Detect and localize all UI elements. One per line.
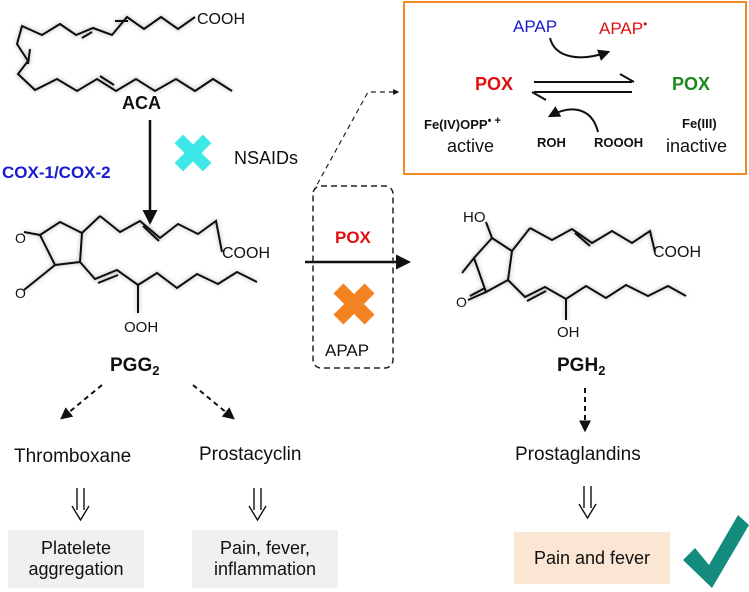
prostacyclin-label: Prostacyclin [199,444,302,465]
nsaids-cross-icon [174,134,212,172]
aca-label: ACA [122,93,161,113]
apap-inhibitor-label: APAP [325,341,370,360]
inset-fe-iii-label: Fe(III) [682,116,717,131]
aca-cooh-text: COOH [197,11,245,28]
inset-roooh-label: ROOOH [594,135,644,150]
double-arrow-thromboxane [71,488,90,522]
inset-pox-active-label: POX [475,74,514,94]
pgg2-o1-text: O [15,230,26,246]
inset-roh-label: ROH [537,135,566,150]
pgg2-cooh-text: COOH [222,245,270,262]
pain-inflammation-box: Pain, fever,inflammation [192,530,338,588]
aca-structure [15,15,233,93]
apap-cross-icon [333,283,375,325]
pgh2-structure [461,221,687,320]
apap-oxidation-arrow [549,37,611,61]
pgg2-o2-text: O [15,285,26,301]
inset-fe-iv-label: Fe(IV)OPP• + [424,115,501,132]
reverse-arrow-head [531,91,547,101]
pgh2-ketone-text: O [456,294,467,310]
pox-enzyme-label: POX [335,228,371,247]
double-arrow-prostaglandins [578,486,597,520]
pgh2-cooh-text: COOH [653,244,701,261]
prostaglandins-label: Prostaglandins [515,444,641,465]
arrow-to-thromboxane [60,384,103,420]
pain-line2: inflammation [213,559,317,579]
inset-inactive-label: inactive [666,136,728,156]
platelet-line1: Platelete [40,538,112,558]
double-arrow-prostacyclin [248,488,267,522]
arrow-to-prostacyclin [192,384,235,420]
inset-apap-label: APAP [513,17,558,36]
inset-apap-radical-label: APAP• [599,17,648,38]
inset-active-label: active [447,136,495,156]
inset-pointer [312,89,400,193]
pgg2-ooh-text: OOH [124,319,158,336]
checkmark-icon [683,515,749,588]
pgh2-ho-text: HO [463,209,486,226]
inset-pox-inactive-label: POX [672,74,711,94]
cox-enzyme-label: COX-1/COX-2 [2,163,111,182]
pgg2-label: PGG2 [110,355,160,378]
nsaids-label: NSAIDs [234,148,299,168]
pain-line1: Pain, fever, [219,538,311,558]
platelet-line2: aggregation [28,559,124,579]
pox-cycle-inset [403,1,747,175]
apap-inhibition-box [312,185,394,369]
thromboxane-label: Thromboxane [14,446,132,467]
peroxide-reduction-arrow [547,106,599,133]
pgg2-structure [23,215,258,313]
pgh2-label: PGH2 [557,355,606,378]
forward-arrow-head [619,73,635,83]
pgh2-oh-text: OH [557,324,580,341]
pain-fever-box: Pain and fever [514,532,670,584]
